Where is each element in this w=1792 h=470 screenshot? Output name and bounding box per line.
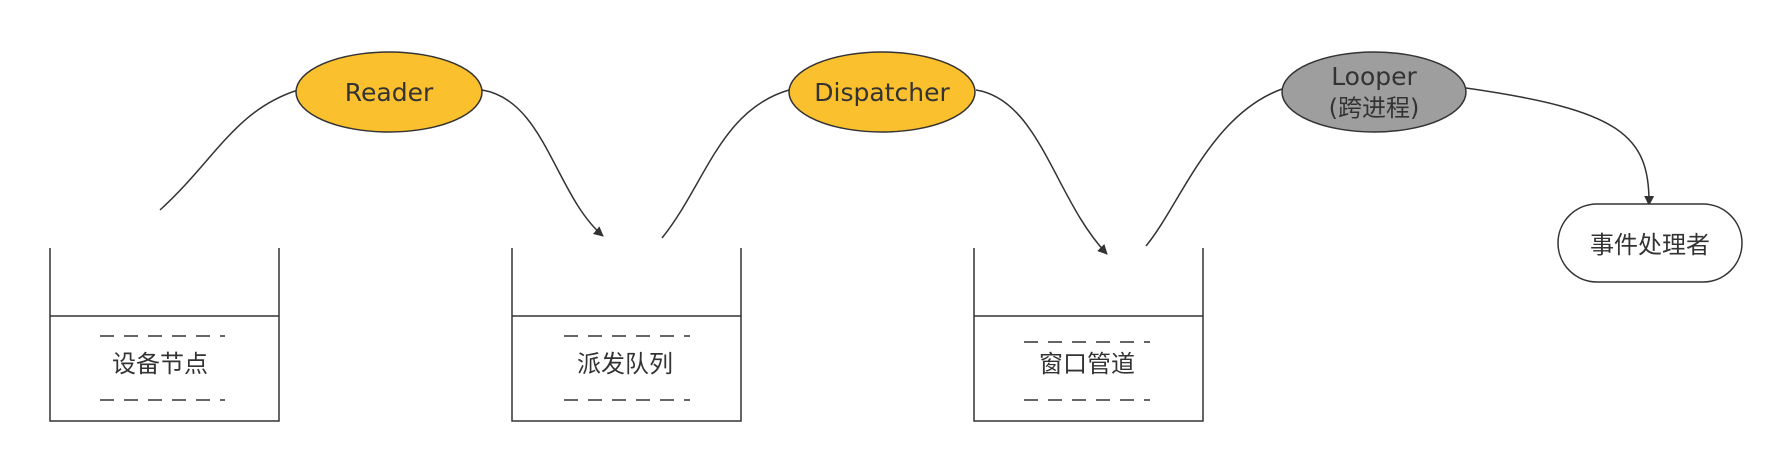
queue-label: 派发队列	[577, 350, 673, 378]
curve-queue-to-dispatcher	[661, 89, 790, 239]
node-event-handler: 事件处理者	[1557, 203, 1743, 283]
looper-sublabel: (跨进程)	[1329, 94, 1420, 122]
device-label: 设备节点	[112, 350, 208, 378]
looper-label: Looper	[1331, 62, 1417, 91]
reader-ellipse	[295, 51, 483, 133]
container-queue: 派发队列	[511, 248, 742, 422]
arrow-looper-to-handler	[1465, 87, 1655, 206]
curve-device-to-reader	[159, 89, 299, 211]
looper-ellipse	[1281, 51, 1467, 133]
container-window: 窗口管道	[973, 248, 1204, 422]
node-looper: Looper (跨进程)	[1281, 51, 1467, 133]
dispatcher-ellipse	[788, 51, 976, 133]
reader-label: Reader	[345, 78, 434, 107]
event-handler-box	[1557, 203, 1743, 283]
container-device: 设备节点	[49, 248, 280, 422]
dispatcher-label: Dispatcher	[814, 78, 950, 107]
arrow-dispatcher-to-window	[975, 89, 1108, 255]
node-dispatcher: Dispatcher	[788, 51, 976, 133]
node-reader: Reader	[295, 51, 483, 133]
event-handler-label: 事件处理者	[1590, 231, 1710, 259]
arrow-reader-to-queue	[481, 89, 604, 237]
curve-window-to-looper	[1145, 88, 1283, 247]
window-label: 窗口管道	[1039, 350, 1135, 378]
